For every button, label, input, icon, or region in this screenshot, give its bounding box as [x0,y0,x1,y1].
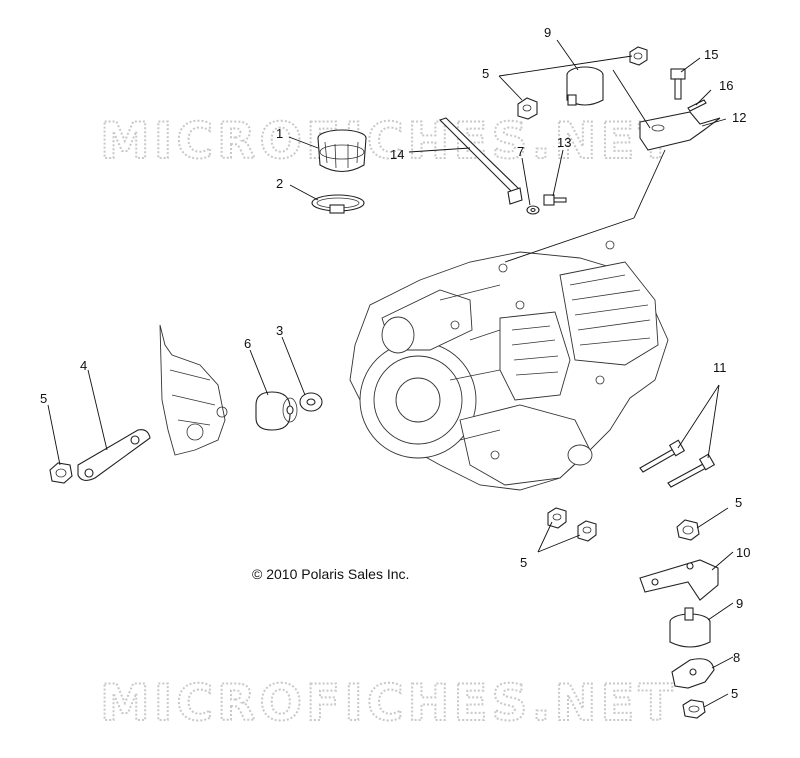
callout-11: 11 [713,360,727,375]
part-hose-clamp [311,194,365,214]
part-bolt-15 [670,68,686,100]
part-bracket-8 [671,658,715,689]
callout-5-left: 5 [40,391,47,406]
part-nut-top-right [629,46,648,66]
callout-7: 7 [517,144,524,159]
part-intake-boot [317,129,367,173]
callout-6: 6 [244,336,251,351]
part-nut-left [49,462,73,484]
callout-5-top: 5 [482,66,489,81]
part-bolt-13 [543,194,567,206]
callout-9-bottom: 9 [736,596,743,611]
callout-5-right-upper: 5 [735,495,742,510]
engine-assembly [349,240,669,491]
part-small-washer [526,205,540,215]
part-nut-right-upper [676,519,700,541]
callout-12: 12 [732,110,746,125]
part-rubber-mount-top [566,66,604,106]
part-strap-bracket [77,429,151,481]
callout-4: 4 [80,358,87,373]
callout-9-top: 9 [544,25,551,40]
part-mount-bolts [639,439,716,488]
callout-5-middle: 5 [520,555,527,570]
callout-5-right-lower: 5 [731,686,738,701]
callout-8: 8 [733,650,740,665]
callout-14: 14 [390,147,404,162]
callout-10: 10 [736,545,750,560]
part-nut-right-lower [682,699,706,719]
watermark-bottom: MICROFICHES.NET [100,674,677,732]
leader-lines [47,39,734,708]
callout-1: 1 [276,126,283,141]
watermark-top: MICROFICHES.NET [100,112,677,170]
part-rod-14 [438,117,523,205]
frame-bracket-fragment [159,324,228,456]
part-nuts-middle [547,507,597,542]
part-washer [299,392,323,412]
callout-13: 13 [557,135,571,150]
part-rubber-mount-bottom [669,607,711,648]
part-rubber-bushing-left [255,391,298,431]
callout-16: 16 [719,78,733,93]
callout-15: 15 [704,47,718,62]
part-bracket-10 [639,559,719,601]
part-bracket-12 [639,111,721,151]
callout-2: 2 [276,176,283,191]
copyright-notice: © 2010 Polaris Sales Inc. [252,566,409,582]
callout-3: 3 [276,323,283,338]
part-nut-top-left [517,97,538,120]
part-cotter-pin [687,99,707,112]
